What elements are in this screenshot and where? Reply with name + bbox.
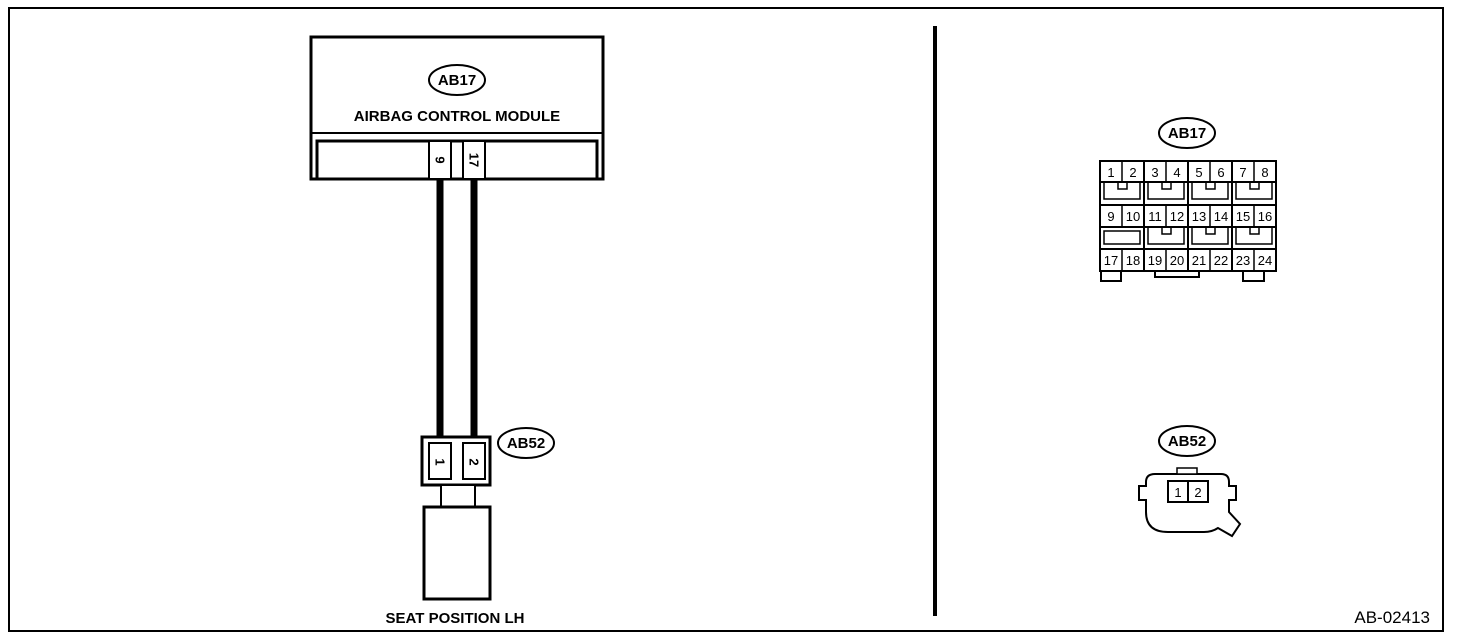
sensor-terminal-2-label: 2 (467, 458, 482, 465)
module-terminal-9-label: 9 (433, 156, 448, 163)
ab17-pin-15: 15 (1236, 209, 1250, 224)
ab17-pin-10: 10 (1126, 209, 1140, 224)
ab17-pin-11: 11 (1148, 209, 1162, 224)
ab17-pin-1: 1 (1107, 165, 1114, 180)
ab17-pin-13: 13 (1192, 209, 1206, 224)
ab17-pin-12: 12 (1170, 209, 1184, 224)
ab52-view-id: AB52 (1168, 433, 1206, 450)
ab17-foot-right (1242, 270, 1265, 282)
module-terminal-17-label: 17 (467, 153, 482, 167)
sensor-connector-id-oval (497, 427, 555, 459)
ab17-view-id-oval (1158, 117, 1216, 149)
diagram-frame (8, 7, 1444, 632)
ab17-foot-left (1100, 270, 1122, 282)
ab17-pin-19: 19 (1148, 253, 1162, 268)
ab17-pin-4: 4 (1173, 165, 1180, 180)
ab17-pin-18: 18 (1126, 253, 1140, 268)
ab17-pin-22: 22 (1214, 253, 1228, 268)
ab52-key-tab (1176, 467, 1198, 475)
airbag-control-module: 9 17 AB17 AIRBAG CONTROL MODULE (309, 35, 605, 181)
sensor-terminal-1-box (428, 442, 452, 480)
ab17-pin-21: 21 (1192, 253, 1206, 268)
ab17-pin-separators (1121, 161, 1255, 271)
ab17-pin-16: 16 (1258, 209, 1272, 224)
module-connector-id-oval (428, 64, 486, 96)
ab17-view-id: AB17 (1168, 125, 1206, 142)
ab17-pin-23: 23 (1236, 253, 1250, 268)
sensor-terminal-1-label: 1 (433, 458, 448, 465)
module-connector-strip (315, 139, 599, 181)
ab52-pin-2-box (1187, 480, 1209, 503)
ab17-pin-6: 6 (1217, 165, 1224, 180)
ab17-pin-7: 7 (1239, 165, 1246, 180)
ab52-view-id-oval (1158, 425, 1216, 457)
ab17-pin-17: 17 (1104, 253, 1118, 268)
ab52-connector-view: AB52 1 2 (1138, 425, 1242, 538)
ab52-pin-1: 1 (1174, 485, 1181, 500)
ab17-pin-8: 8 (1261, 165, 1268, 180)
sensor-connector-id: AB52 (507, 435, 545, 452)
ab17-pin-2: 2 (1129, 165, 1136, 180)
module-connector-id: AB17 (438, 72, 476, 89)
sensor-label: SEAT POSITION LH (386, 610, 525, 627)
sensor-neck (440, 484, 476, 508)
ab17-latches (1103, 181, 1273, 245)
seat-position-sensor: 1 2 AB52 SEAT POSITION LH (386, 427, 555, 627)
ab17-pin-24: 24 (1258, 253, 1272, 268)
ab52-pin-2: 2 (1194, 485, 1201, 500)
sensor-body (422, 505, 492, 601)
ab17-pin-3: 3 (1151, 165, 1158, 180)
sensor-terminal-2-box (462, 442, 486, 480)
ab17-foot-middle (1154, 270, 1200, 278)
ab17-pin-5: 5 (1195, 165, 1202, 180)
figure-id: AB-02413 (1354, 608, 1430, 627)
wire-harness (436, 179, 478, 443)
ab17-pin-14: 14 (1214, 209, 1228, 224)
module-label: AIRBAG CONTROL MODULE (354, 108, 560, 125)
ab17-pin-20: 20 (1170, 253, 1184, 268)
ab17-connector-view: AB17 (1099, 117, 1277, 282)
ab17-pin-9: 9 (1107, 209, 1114, 224)
ab52-housing-outline (1138, 473, 1242, 538)
